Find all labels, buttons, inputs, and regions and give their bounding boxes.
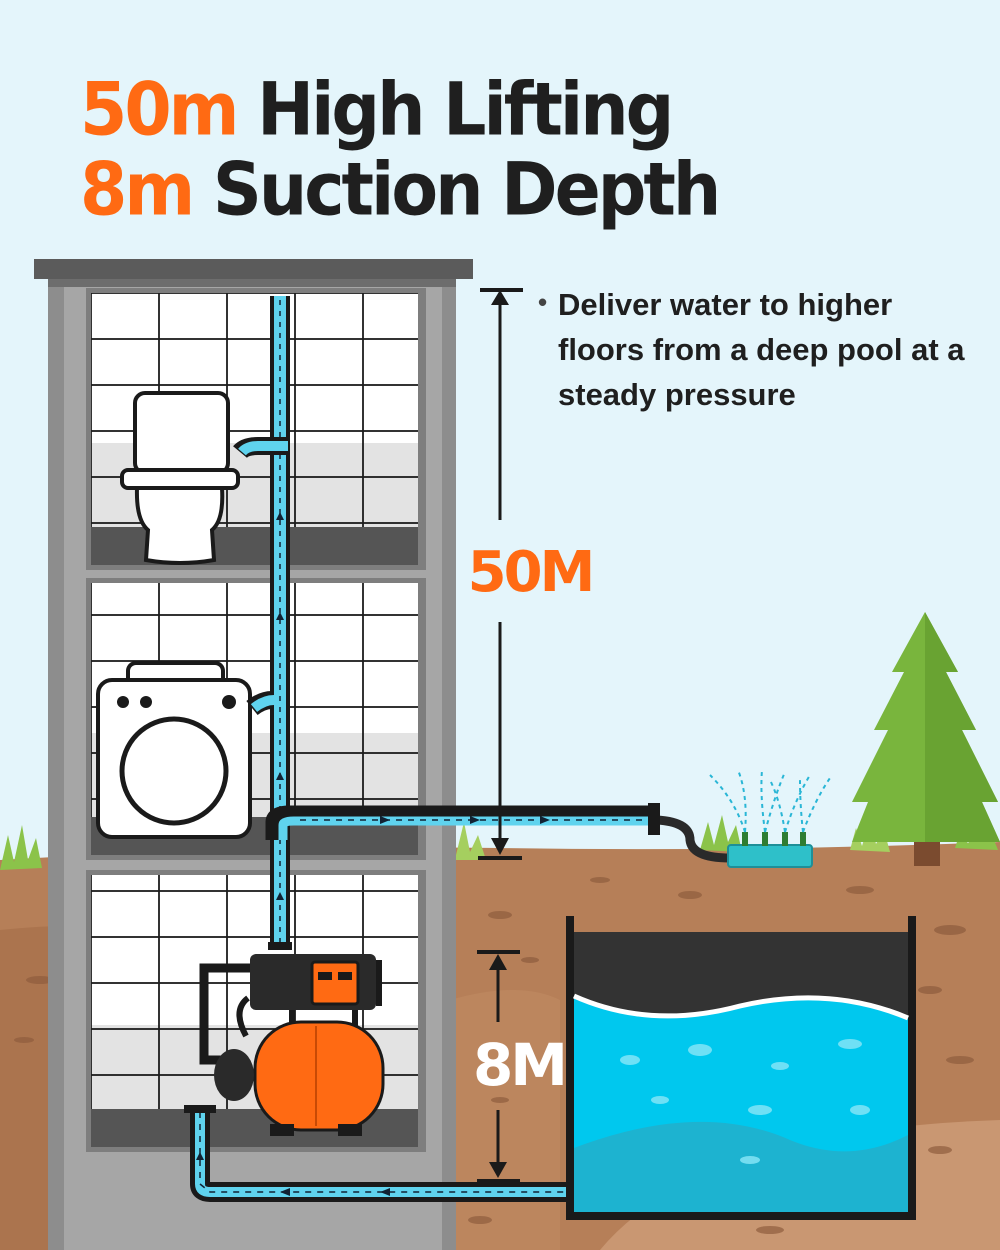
headline-suction: 8m Suction Depth [80,153,721,227]
lifting-value: 50m [80,67,239,153]
sprinkler-icon [656,769,831,868]
bullet-dot: • [538,287,548,317]
description-text: Deliver water to higher floors from a de… [558,287,965,412]
riser-pipe [233,296,660,950]
headline-lifting: 50m High Lifting [80,73,674,147]
description-bullet: • Deliver water to higher floors from a … [538,282,978,417]
suction-value: 8m [80,147,195,233]
washing-machine-icon [96,661,252,839]
suction-depth-arrow [477,950,520,1183]
suction-pipe [184,1105,600,1210]
lift-height-label: 50M [467,540,596,605]
pine-tree-icon [852,612,1000,866]
toilet-icon [120,391,240,565]
suction-label: Suction Depth [212,147,721,233]
suction-depth-label: 8M [472,1031,568,1099]
water-pool-icon [566,916,916,1220]
lift-height-arrow [478,288,523,860]
lifting-label: High Lifting [257,67,674,153]
water-pump-icon [199,954,385,1136]
